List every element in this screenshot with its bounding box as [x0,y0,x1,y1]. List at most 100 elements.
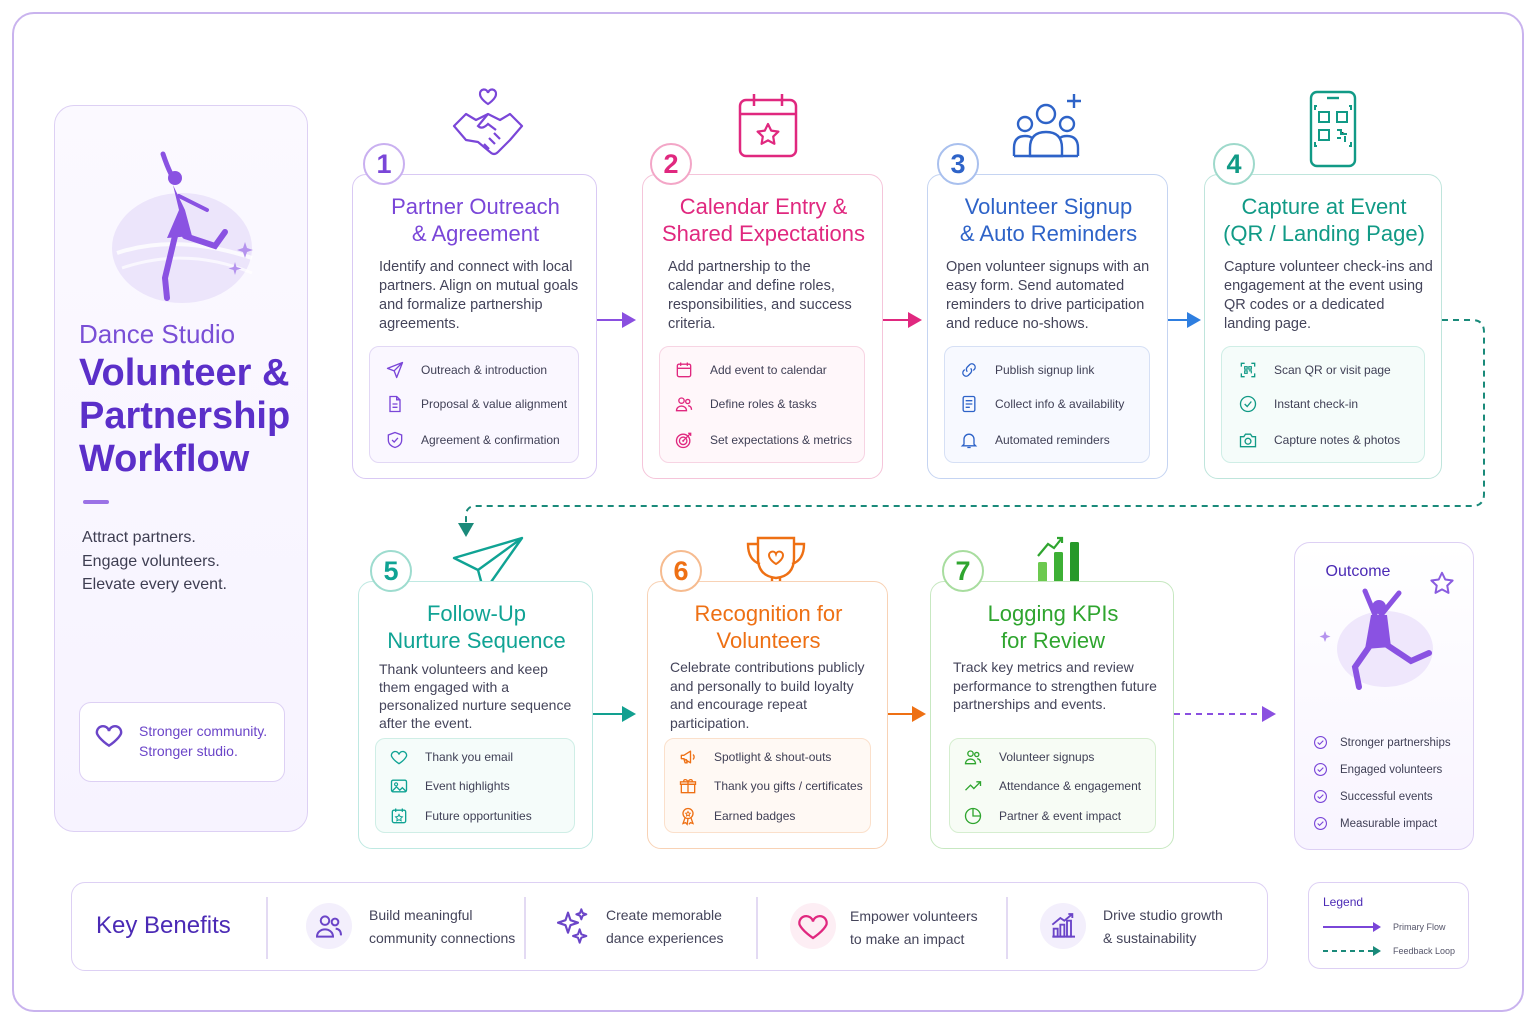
benefit-text: Empower volunteers to make an impact [850,905,1010,951]
subtask-label: Automated reminders [995,433,1110,447]
subtask-item: Future opportunities [389,806,532,826]
calendar-icon [676,362,692,378]
tagline-line: Engage volunteers. [82,552,220,570]
growth-chart-icon [1037,536,1079,582]
subtask-label: Capture notes & photos [1274,433,1401,447]
subtask-item: Capture notes & photos [1238,430,1400,450]
step-subtasks: Spotlight & shout-outs Thank you gifts /… [664,738,871,833]
check-circle-icon [1314,736,1327,749]
subtask-label: Earned badges [714,809,796,823]
outcome-item: Stronger partnerships [1313,729,1451,756]
subtask-item: Partner & event impact [963,806,1121,826]
sparkles-icon [550,903,596,949]
trend-up-icon [965,781,982,791]
subtask-item: Automated reminders [959,430,1110,450]
subtask-item: Agreement & confirmation [385,430,560,450]
star-icon [1430,571,1454,594]
heart-icon [390,750,408,765]
community-box-text: Stronger community. Stronger studio. [139,721,279,761]
step-title-line: Shared Expectations [661,221,866,246]
step-title: Capture at Event (QR / Landing Page) [1205,193,1443,247]
benefit-line: Create memorable [606,907,722,923]
step-title: Recognition for Volunteers [648,600,889,654]
subtask-label: Thank you email [425,750,514,764]
step-card-7: Logging KPIs for Review Track key metric… [930,581,1174,849]
jumping-dancer-illustration [1319,588,1433,690]
step-title-line: Volunteers [716,628,821,653]
step-description: Celebrate contributions publicly and per… [670,659,865,731]
handshake-icon [452,88,524,156]
outcome-label: Stronger partnerships [1340,736,1451,749]
step-card-6: Recognition for Volunteers Celebrate con… [647,581,888,849]
subtask-label: Event highlights [425,779,510,793]
outcome-label: Measurable impact [1340,817,1438,830]
key-benefits-title: Key Benefits [96,912,231,939]
step-card-4: Capture at Event (QR / Landing Page) Cap… [1204,174,1442,479]
subtask-label: Thank you gifts / certificates [714,779,863,793]
subtask-item: Instant check-in [1238,394,1358,414]
subtask-label: Agreement & confirmation [421,433,560,447]
step-subtasks: Add event to calendar Define roles & tas… [659,346,865,463]
subtask-label: Scan QR or visit page [1274,363,1391,377]
workflow-title: Volunteer & Partnership Workflow [79,352,291,480]
step-title-line: Logging KPIs [987,601,1119,626]
bell-icon [960,433,978,449]
step-title-line: & Auto Reminders [959,221,1138,246]
step-title-line: Partner Outreach [391,194,560,219]
subtask-item: Set expectations & metrics [674,430,852,450]
outcome-label: Engaged volunteers [1340,763,1443,776]
step-number-badge: 1 [363,143,405,185]
legend-primary-label: Primary Flow [1393,922,1446,932]
target-icon [675,432,692,449]
benefit-line: dance experiences [606,930,724,946]
primary-flow-swatch [1323,922,1381,932]
subtask-item: Attendance & engagement [963,776,1141,796]
step-title: Logging KPIs for Review [931,600,1175,654]
step-title-line: Nurture Sequence [387,628,566,653]
check-circle-icon [1314,817,1327,830]
megaphone-icon [680,750,695,764]
step-description: Track key metrics and review performance… [953,659,1157,712]
benefit-line: to make an impact [850,931,965,947]
legend-panel: Legend Primary Flow Feedback Loop [1308,882,1469,969]
image-icon [390,779,408,793]
subtask-item: Collect info & availability [959,394,1124,414]
title-rule [83,500,109,504]
step-title-line: (QR / Landing Page) [1223,221,1425,246]
outcome-label: Successful events [1340,790,1433,803]
subtask-label: Proposal & value alignment [421,397,568,411]
outcome-item: Engaged volunteers [1313,756,1451,783]
step-title-line: for Review [1001,628,1105,653]
subtask-label: Spotlight & shout-outs [714,750,832,764]
heart-icon [95,725,123,748]
step-card-2: Calendar Entry & Shared Expectations Add… [642,174,883,479]
divider [524,897,526,959]
users-icon [675,397,693,412]
subtask-item: Publish signup link [959,360,1094,380]
badge-icon [681,807,695,826]
camera-icon [1239,433,1257,448]
subtask-item: Define roles & tasks [674,394,817,414]
step-title: Partner Outreach & Agreement [353,193,598,247]
box-line: Stronger community. [139,723,268,739]
key-benefits-bar: Key Benefits Build meaningful community … [71,882,1268,971]
benefit-line: Build meaningful [369,907,473,923]
subtask-label: Add event to calendar [710,363,827,377]
studio-subtitle: Dance Studio [79,319,236,349]
check-circle-icon [1314,763,1327,776]
subtask-label: Set expectations & metrics [710,433,853,447]
benefit-line: Empower volunteers [850,908,978,924]
outcome-list: Stronger partnerships Engaged volunteers… [1313,729,1451,837]
users-icon [964,750,982,765]
step-subtasks: Outreach & introduction Proposal & value… [369,346,579,463]
step-number-badge: 5 [370,550,412,592]
qr-scan-icon [1240,362,1256,378]
subtask-label: Instant check-in [1274,397,1359,411]
shield-check-icon [387,431,403,449]
tagline: Attract partners. Engage volunteers. Ele… [82,526,282,597]
legend-title: Legend [1323,895,1364,909]
step-subtasks: Scan QR or visit page Instant check-in C… [1221,346,1425,463]
step-card-3: Volunteer Signup & Auto Reminders Open v… [927,174,1168,479]
subtask-label: Collect info & availability [995,397,1125,411]
subtask-label: Publish signup link [995,363,1095,377]
